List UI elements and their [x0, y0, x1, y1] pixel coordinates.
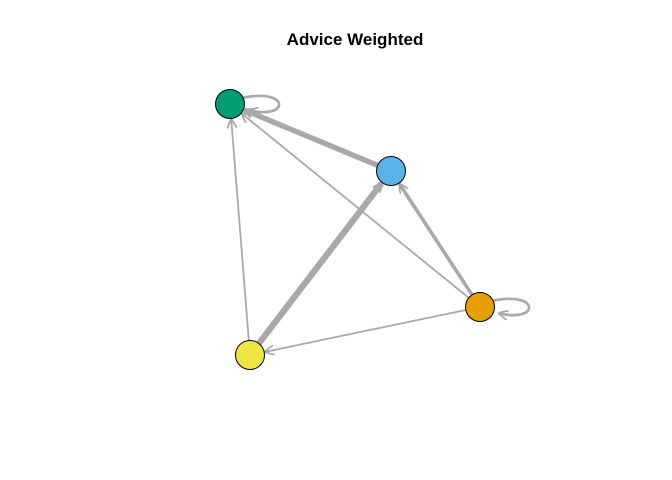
edge-node-yellow-to-node-blue — [256, 183, 385, 346]
self-loop-edge-node-green — [242, 94, 281, 112]
node-orange — [465, 292, 495, 322]
self-loop-edge-node-orange — [492, 297, 531, 315]
plot-title: Advice Weighted — [286, 30, 424, 49]
edge-node-yellow-to-node-green — [231, 119, 250, 341]
edges-layer — [231, 94, 531, 352]
nodes-layer — [215, 89, 495, 370]
edge-node-orange-to-node-yellow — [265, 309, 466, 352]
edge-node-blue-to-node-green — [244, 107, 379, 168]
edge-node-orange-to-node-blue — [399, 184, 474, 296]
node-green — [215, 89, 245, 119]
node-yellow — [235, 340, 265, 370]
node-blue — [376, 156, 406, 186]
edge-node-orange-to-node-green — [242, 114, 470, 299]
